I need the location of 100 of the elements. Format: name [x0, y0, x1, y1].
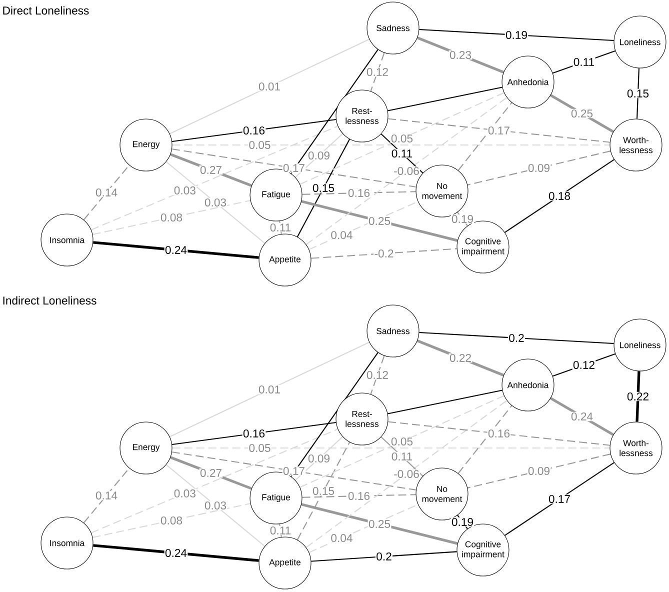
- edge-label: 0.03: [204, 198, 228, 208]
- edge-line: [380, 436, 424, 476]
- edge-label: 0.19: [450, 517, 474, 527]
- edge-line: [504, 462, 614, 536]
- edge-label: 0.15: [312, 486, 336, 496]
- edge-line: [302, 191, 416, 195]
- edge-label: 0.22: [626, 392, 650, 402]
- edge-label: 0.24: [164, 245, 188, 255]
- edge-line: [296, 442, 350, 540]
- edge-label: 0.25: [368, 216, 392, 226]
- edge-line: [311, 248, 457, 259]
- edge-line: [172, 144, 610, 146]
- edge-line: [279, 220, 282, 234]
- edge-line: [170, 456, 252, 490]
- edge-line: [504, 159, 614, 233]
- edge-line: [290, 49, 378, 174]
- edge-line: [302, 494, 416, 498]
- edge-line: [301, 200, 458, 242]
- edge-line: [308, 201, 418, 250]
- edge-line: [93, 241, 259, 259]
- edge-line: [91, 126, 338, 230]
- edge-label: 0.08: [160, 516, 184, 526]
- edge-line: [290, 352, 378, 477]
- edge-label: 0.23: [448, 50, 472, 60]
- edge-label: 0.09: [307, 454, 331, 464]
- edge-label: 0.05: [390, 436, 414, 446]
- edge-line: [388, 390, 502, 414]
- edge-label: 0.09: [307, 150, 331, 160]
- edge-label: 0.01: [258, 384, 282, 394]
- edge-label: 0.11: [269, 222, 292, 232]
- edge-label: 0.12: [366, 370, 390, 380]
- edge-line: [279, 524, 282, 538]
- edge-label: -0.2: [374, 248, 394, 258]
- edge-label: 0.18: [548, 191, 572, 201]
- edge-label: 0.03: [173, 186, 197, 196]
- edge-line: [92, 503, 250, 538]
- edge-line: [166, 464, 266, 547]
- edge-line: [300, 92, 504, 185]
- edge-line: [301, 503, 458, 545]
- edge-label: 0.12: [366, 67, 390, 77]
- edge-line: [83, 468, 130, 524]
- edge-line: [370, 52, 385, 92]
- edge-line: [550, 94, 614, 133]
- edge-line: [91, 428, 338, 534]
- edge-line: [419, 332, 614, 344]
- edge-line: [311, 551, 457, 562]
- edge-line: [170, 38, 370, 134]
- edge-line: [550, 397, 614, 436]
- edge-label: 0.11: [390, 452, 414, 462]
- edge-line: [416, 340, 504, 376]
- edge-line: [294, 133, 344, 178]
- edge-line: [467, 150, 611, 186]
- edge-line: [370, 356, 385, 394]
- edge-label: 0.17: [282, 163, 306, 173]
- edge-line: [172, 422, 336, 446]
- edge-line: [294, 436, 344, 481]
- edge-label: 0.19: [504, 30, 528, 40]
- edge-line: [300, 395, 504, 488]
- edge-line: [308, 504, 418, 553]
- edge-line: [467, 454, 611, 488]
- edge-line: [380, 134, 424, 174]
- panel-title: Indirect Loneliness: [3, 296, 96, 305]
- edge-label: 0.27: [199, 165, 223, 175]
- edge-label: 0.04: [330, 230, 354, 240]
- edge-label: -0.06: [392, 469, 420, 479]
- edge-line: [416, 36, 504, 74]
- edge-label: 0.12: [572, 360, 596, 370]
- edge-line: [93, 544, 259, 562]
- edge-line: [636, 68, 640, 119]
- edge-label: 0.04: [330, 533, 354, 543]
- edge-label: 0.14: [94, 490, 118, 500]
- edge-label: 0.11: [390, 148, 414, 158]
- edge-line: [83, 164, 130, 220]
- edge-line: [457, 212, 468, 226]
- edge-line: [636, 371, 640, 422]
- edge-label: 0.01: [258, 82, 282, 92]
- edge-line: [170, 153, 252, 187]
- edge-label: -0.06: [392, 166, 420, 176]
- edge-line: [457, 514, 468, 530]
- edge-label: 0.24: [164, 548, 188, 558]
- edge-label: 0.11: [572, 57, 596, 67]
- edge-line: [166, 161, 266, 244]
- edge-line: [458, 405, 512, 474]
- edge-line: [172, 452, 416, 490]
- edge-label: 0.11: [269, 526, 292, 536]
- edge-label: 0.2: [375, 552, 393, 562]
- edge-label: 0.25: [368, 519, 392, 529]
- edge-label: 0.15: [312, 183, 336, 193]
- edge-label: 0.27: [199, 468, 223, 478]
- edge-label: 0.19: [450, 214, 474, 224]
- edge-label: 0.22: [448, 353, 472, 363]
- edge-label: 0.17: [487, 126, 511, 136]
- edge-line: [170, 342, 370, 438]
- edge-label: 0.16: [347, 188, 371, 198]
- edge-label: 0.16: [347, 491, 371, 501]
- edge-label: 0.14: [94, 188, 118, 198]
- edge-label: 0.09: [527, 466, 551, 476]
- edge-line: [172, 148, 416, 188]
- edge-label: 0.15: [626, 88, 650, 98]
- edge-line: [419, 28, 614, 42]
